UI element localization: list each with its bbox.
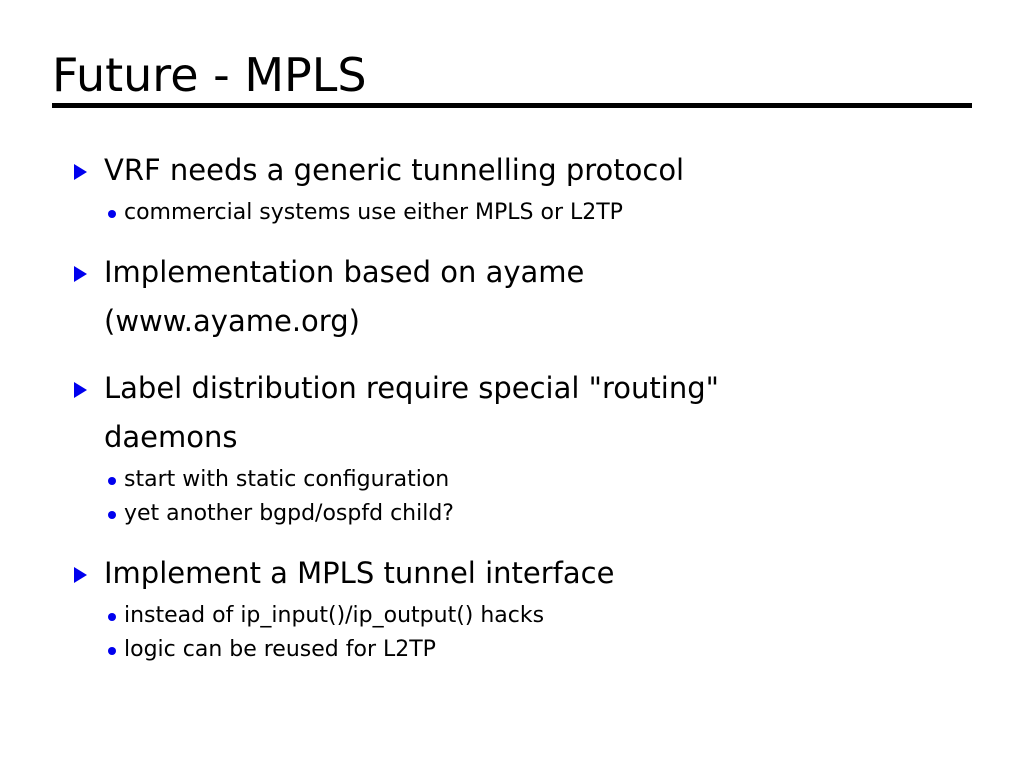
- title-underline-rule: [52, 103, 972, 108]
- triangle-bullet-icon: [74, 567, 87, 583]
- sub-bullet-text: logic can be reused for L2TP: [124, 637, 436, 662]
- sub-bullet-list: instead of ip_input()/ip_output() hacks …: [0, 599, 1024, 667]
- bullet-group: Implementation based on ayame (www.ayame…: [0, 248, 1024, 346]
- sub-bullet-list: commercial systems use either MPLS or L2…: [0, 196, 1024, 230]
- bullet-text: Implementation based on ayame (www.ayame…: [104, 255, 585, 338]
- bullet-item-level1: Label distribution require special "rout…: [0, 364, 1024, 462]
- bullet-item-level2: yet another bgpd/ospfd child?: [0, 497, 1024, 531]
- bullet-group: Label distribution require special "rout…: [0, 364, 1024, 531]
- bullet-text: Implement a MPLS tunnel interface: [104, 556, 615, 590]
- bullet-item-level1: VRF needs a generic tunnelling protocol: [0, 146, 1024, 195]
- bullet-item-level1: Implement a MPLS tunnel interface: [0, 549, 1024, 598]
- bullet-item-level2: start with static configuration: [0, 463, 1024, 497]
- sub-bullet-text: commercial systems use either MPLS or L2…: [124, 200, 623, 225]
- title-block: Future - MPLS: [52, 48, 972, 102]
- bullet-group: Implement a MPLS tunnel interface instea…: [0, 549, 1024, 667]
- dot-bullet-icon: [108, 210, 116, 218]
- triangle-bullet-icon: [74, 164, 87, 180]
- bullet-text: VRF needs a generic tunnelling protocol: [104, 153, 685, 187]
- bullet-text: Label distribution require special "rout…: [104, 371, 719, 454]
- page-title: Future - MPLS: [52, 48, 367, 102]
- bullet-item-level2: instead of ip_input()/ip_output() hacks: [0, 599, 1024, 633]
- dot-bullet-icon: [108, 477, 116, 485]
- dot-bullet-icon: [108, 511, 116, 519]
- triangle-bullet-icon: [74, 382, 87, 398]
- dot-bullet-icon: [108, 613, 116, 621]
- sub-bullet-list: start with static configuration yet anot…: [0, 463, 1024, 531]
- sub-bullet-text: yet another bgpd/ospfd child?: [124, 501, 454, 526]
- sub-bullet-text: start with static configuration: [124, 467, 450, 492]
- bullet-item-level2: logic can be reused for L2TP: [0, 633, 1024, 667]
- bullet-group: VRF needs a generic tunnelling protocol …: [0, 146, 1024, 230]
- slide-body: VRF needs a generic tunnelling protocol …: [0, 146, 1024, 667]
- bullet-item-level2: commercial systems use either MPLS or L2…: [0, 196, 1024, 230]
- triangle-bullet-icon: [74, 266, 87, 282]
- bullet-item-level1: Implementation based on ayame (www.ayame…: [0, 248, 1024, 346]
- dot-bullet-icon: [108, 647, 116, 655]
- sub-bullet-text: instead of ip_input()/ip_output() hacks: [124, 603, 545, 628]
